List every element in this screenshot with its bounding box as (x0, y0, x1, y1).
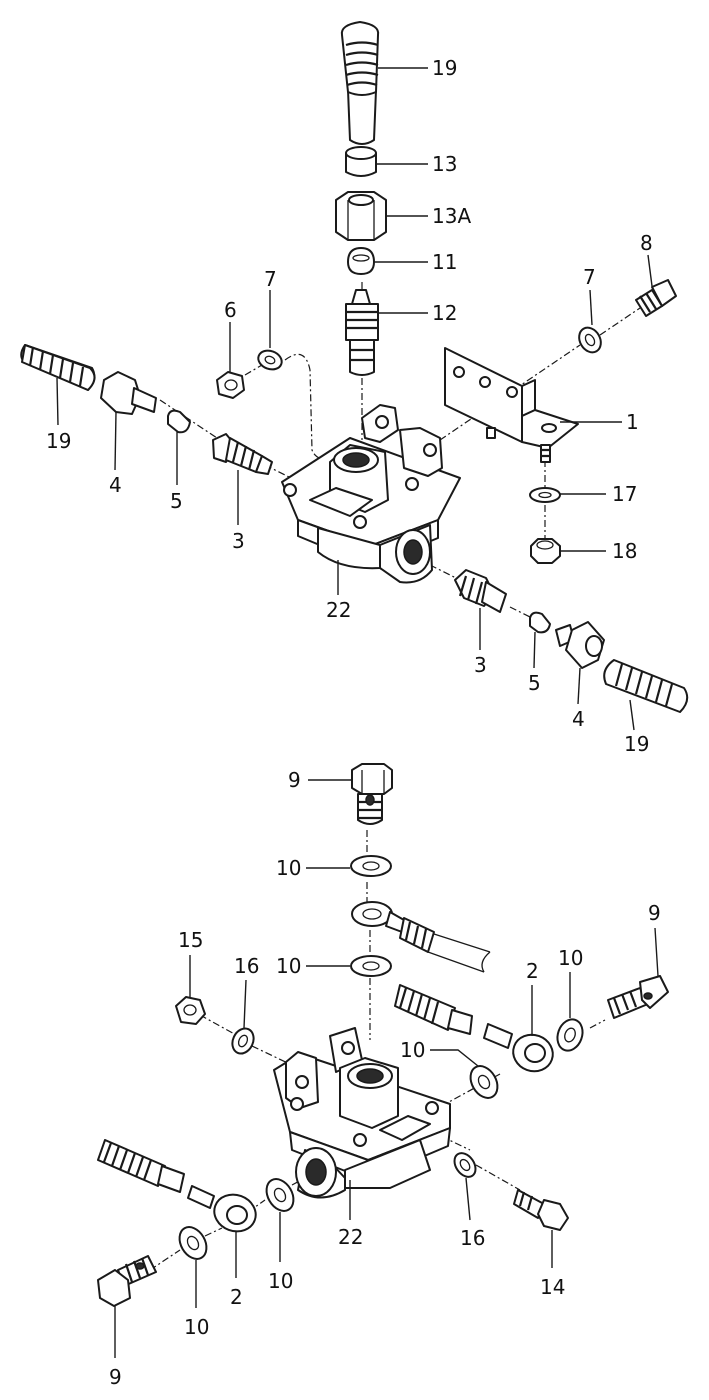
bolt-part-9-lower (97, 1255, 157, 1307)
callout-9-lower: 9 (109, 1365, 122, 1389)
washer-part-10-b (350, 955, 392, 977)
callout-10-f: 10 (184, 1315, 209, 1339)
callout-labels: 19 13 13A 11 12 8 7 7 6 1 19 4 5 3 17 18… (46, 56, 661, 1389)
callout-5-left: 5 (170, 489, 183, 513)
callout-13: 13 (432, 152, 457, 176)
bolt-part-14 (513, 1189, 569, 1231)
callout-12: 12 (432, 301, 457, 325)
washer-part-10-c (556, 1018, 584, 1052)
callout-19-top: 19 (432, 56, 457, 80)
hose-left (20, 344, 96, 391)
washer-part-10-e (265, 1178, 295, 1212)
nut-part-18 (530, 538, 561, 564)
callout-7-left: 7 (264, 267, 277, 291)
leaders-lower (114, 779, 659, 1358)
callout-3-left: 3 (232, 529, 245, 553)
callout-3-right: 3 (474, 653, 487, 677)
callout-19-left: 19 (46, 429, 71, 453)
connector-part-12 (345, 289, 379, 376)
hose-top (340, 21, 380, 145)
olive-part-5-left (167, 409, 191, 434)
callout-2-left: 2 (230, 1285, 243, 1309)
connector-part-3-left (212, 433, 273, 475)
valve-body-upper (281, 404, 461, 584)
washer-part-7-right (578, 326, 602, 354)
nut-part-6 (216, 371, 245, 399)
callout-8: 8 (640, 231, 653, 255)
callout-11: 11 (432, 250, 457, 274)
callout-17: 17 (612, 482, 637, 506)
fitting-part-4-right (555, 621, 605, 669)
bolt-part-9-right (607, 975, 669, 1019)
olive-part-11 (347, 247, 375, 275)
callout-10-c: 10 (558, 946, 583, 970)
callout-16-right: 16 (460, 1226, 485, 1250)
washer-part-7-left (257, 349, 283, 371)
bolt-part-8 (635, 279, 677, 317)
hose-end-upper-right (394, 984, 513, 1049)
bolt-part-9-top (351, 763, 393, 825)
callout-19-right: 19 (624, 732, 649, 756)
callout-14: 14 (540, 1275, 565, 1299)
callout-16-left: 16 (234, 954, 259, 978)
callout-10-d: 10 (400, 1038, 425, 1062)
callout-10-e: 10 (268, 1269, 293, 1293)
connector-part-3-right (454, 569, 507, 613)
callout-4-left: 4 (109, 473, 122, 497)
callout-22-upper: 22 (326, 598, 351, 622)
callout-5-right: 5 (528, 671, 541, 695)
callout-13a: 13A (432, 204, 471, 228)
washer-part-10-a (350, 855, 392, 877)
callout-2-right: 2 (526, 959, 539, 983)
callout-9-right: 9 (648, 901, 661, 925)
olive-part-5-right (529, 611, 551, 634)
callout-10-a: 10 (276, 856, 301, 880)
washer-part-16-right (453, 1152, 477, 1178)
callout-10-b: 10 (276, 954, 301, 978)
callout-18: 18 (612, 539, 637, 563)
callout-15: 15 (178, 928, 203, 952)
washer-part-10-f (178, 1226, 208, 1260)
washer-part-16-left (231, 1027, 255, 1055)
sleeve-part-13 (345, 146, 377, 177)
hose-right (603, 659, 689, 713)
callout-1: 1 (626, 410, 639, 434)
banjo-part-2-left (213, 1193, 257, 1233)
fitting-part-4-left (100, 371, 157, 415)
leaders-upper (56, 67, 653, 731)
hose-end-lower-left (97, 1139, 215, 1209)
callout-9-top: 9 (288, 768, 301, 792)
callout-4-right: 4 (572, 707, 585, 731)
washer-part-10-d (469, 1065, 499, 1099)
bracket-part-1 (444, 347, 579, 463)
valve-body-lower (273, 1027, 451, 1199)
washer-part-17 (529, 487, 561, 503)
callout-6: 6 (224, 298, 237, 322)
nut-part-13a (335, 191, 387, 241)
nut-part-15 (175, 996, 206, 1025)
callout-7-right: 7 (583, 265, 596, 289)
banjo-hose-upper (351, 901, 491, 973)
callout-22-lower: 22 (338, 1225, 363, 1249)
banjo-part-2-right (512, 1033, 554, 1073)
